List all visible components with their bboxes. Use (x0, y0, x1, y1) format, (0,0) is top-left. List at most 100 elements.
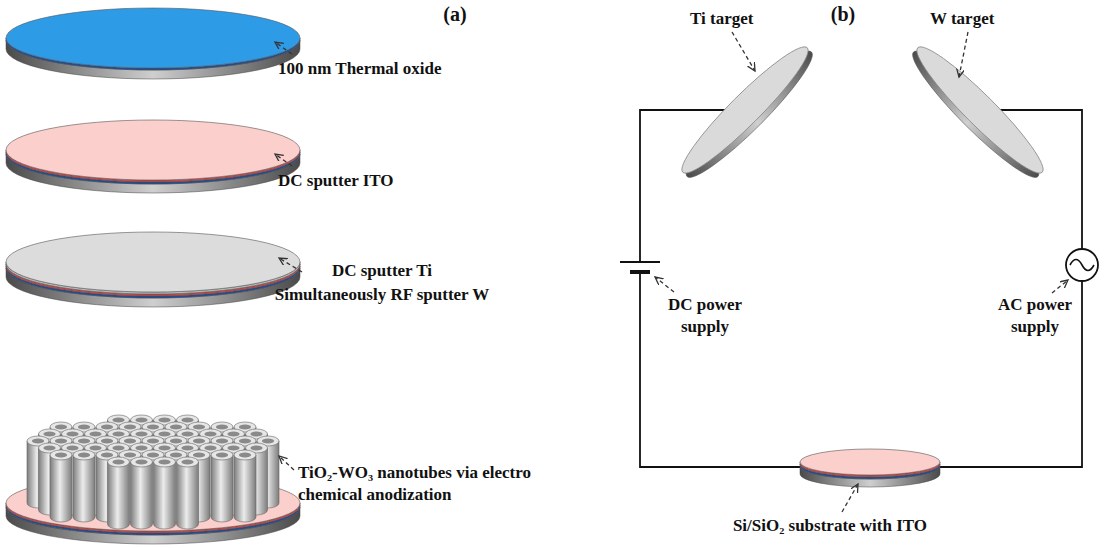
tube-body (73, 455, 95, 522)
tube-hole (147, 438, 159, 443)
tube-hole (216, 452, 228, 457)
leader-arrow (842, 484, 858, 512)
nanotube (50, 450, 72, 522)
tube-hole (101, 424, 113, 429)
tube-hole (170, 424, 182, 429)
tube-hole (216, 438, 228, 443)
tube-hole (101, 452, 113, 457)
tube-hole (193, 424, 205, 429)
tube-hole (147, 452, 159, 457)
tube-hole (158, 431, 170, 436)
tube-hole (135, 417, 147, 422)
tube-hole (181, 417, 193, 422)
nanotube (211, 450, 233, 522)
target-face (907, 37, 1053, 183)
tube-hole (170, 438, 182, 443)
disc-top (800, 449, 940, 475)
tube-hole (193, 452, 205, 457)
wire (640, 272, 800, 467)
tube-body (177, 462, 199, 529)
tube-hole (124, 452, 136, 457)
tube-hole (239, 424, 251, 429)
leader-arrow (279, 258, 302, 272)
tube-hole (262, 438, 274, 443)
nanotube (131, 457, 153, 529)
tube-hole (204, 431, 216, 436)
tube-hole (239, 452, 251, 457)
nanotube (177, 457, 199, 529)
leader-arrow (275, 42, 292, 54)
part-label: Ti target (690, 8, 753, 30)
tube-top (108, 457, 130, 467)
tube-top (154, 457, 176, 467)
nanotube (234, 450, 256, 522)
tube-hole (181, 431, 193, 436)
panel-label: (a) (443, 2, 466, 26)
tube-hole (89, 445, 101, 450)
battery-plate (620, 261, 660, 263)
nanotube (108, 457, 130, 529)
tube-hole (55, 424, 67, 429)
panel-label: (b) (831, 2, 855, 26)
tube-hole (193, 438, 205, 443)
tube-hole (55, 452, 67, 457)
tube-hole (135, 459, 147, 464)
tube-hole (78, 424, 90, 429)
tube-hole (43, 445, 55, 450)
leader-arrows (275, 32, 1068, 512)
tube-hole (78, 438, 90, 443)
leader-arrow (959, 32, 968, 77)
step-label: DC sputter Ti (332, 260, 432, 282)
tube-body (154, 462, 176, 529)
part-label: Si/SiO₂ substrate with ITO (733, 515, 927, 537)
tube-top (177, 457, 199, 467)
tube-hole (124, 424, 136, 429)
step-label: Simultaneously RF sputter W (275, 284, 490, 306)
part-label: W target (930, 8, 994, 30)
tube-hole (147, 424, 159, 429)
tube-hole (204, 445, 216, 450)
tube-hole (158, 417, 170, 422)
disc-top (6, 232, 300, 292)
part-label: DC power supply (663, 294, 747, 338)
tube-hole (66, 431, 78, 436)
nanotube (73, 450, 95, 522)
tube-hole (227, 445, 239, 450)
tube-hole (227, 431, 239, 436)
wire (940, 281, 1082, 467)
tube-hole (250, 445, 262, 450)
disc-top (6, 8, 300, 68)
tube-hole (135, 445, 147, 450)
leader-arrow (279, 456, 294, 470)
leader-arrow (655, 277, 674, 292)
tube-hole (170, 452, 182, 457)
leader-arrow (275, 154, 292, 166)
tube-hole (43, 431, 55, 436)
tube-body (234, 455, 256, 522)
tube-top (131, 457, 153, 467)
disc-top (6, 120, 300, 180)
tube-body (50, 455, 72, 522)
tube-hole (250, 431, 262, 436)
tube-hole (216, 424, 228, 429)
step-label: TiO₂-WO₃ nanotubes via electro chemical … (298, 462, 548, 506)
tube-body (108, 462, 130, 529)
tube-hole (32, 438, 44, 443)
tube-top (50, 450, 72, 460)
substrate-disc (800, 449, 940, 487)
battery-plate (630, 270, 650, 274)
leader-arrow (732, 32, 755, 71)
step-label: 100 nm Thermal oxide (278, 58, 442, 80)
tube-body (131, 462, 153, 529)
tube-hole (239, 438, 251, 443)
tube-hole (66, 445, 78, 450)
tube-hole (112, 431, 124, 436)
tube-hole (181, 459, 193, 464)
tube-hole (158, 445, 170, 450)
tube-hole (89, 431, 101, 436)
leader-arrow (1052, 280, 1068, 293)
ac-sine (1070, 260, 1094, 271)
tube-hole (101, 438, 113, 443)
